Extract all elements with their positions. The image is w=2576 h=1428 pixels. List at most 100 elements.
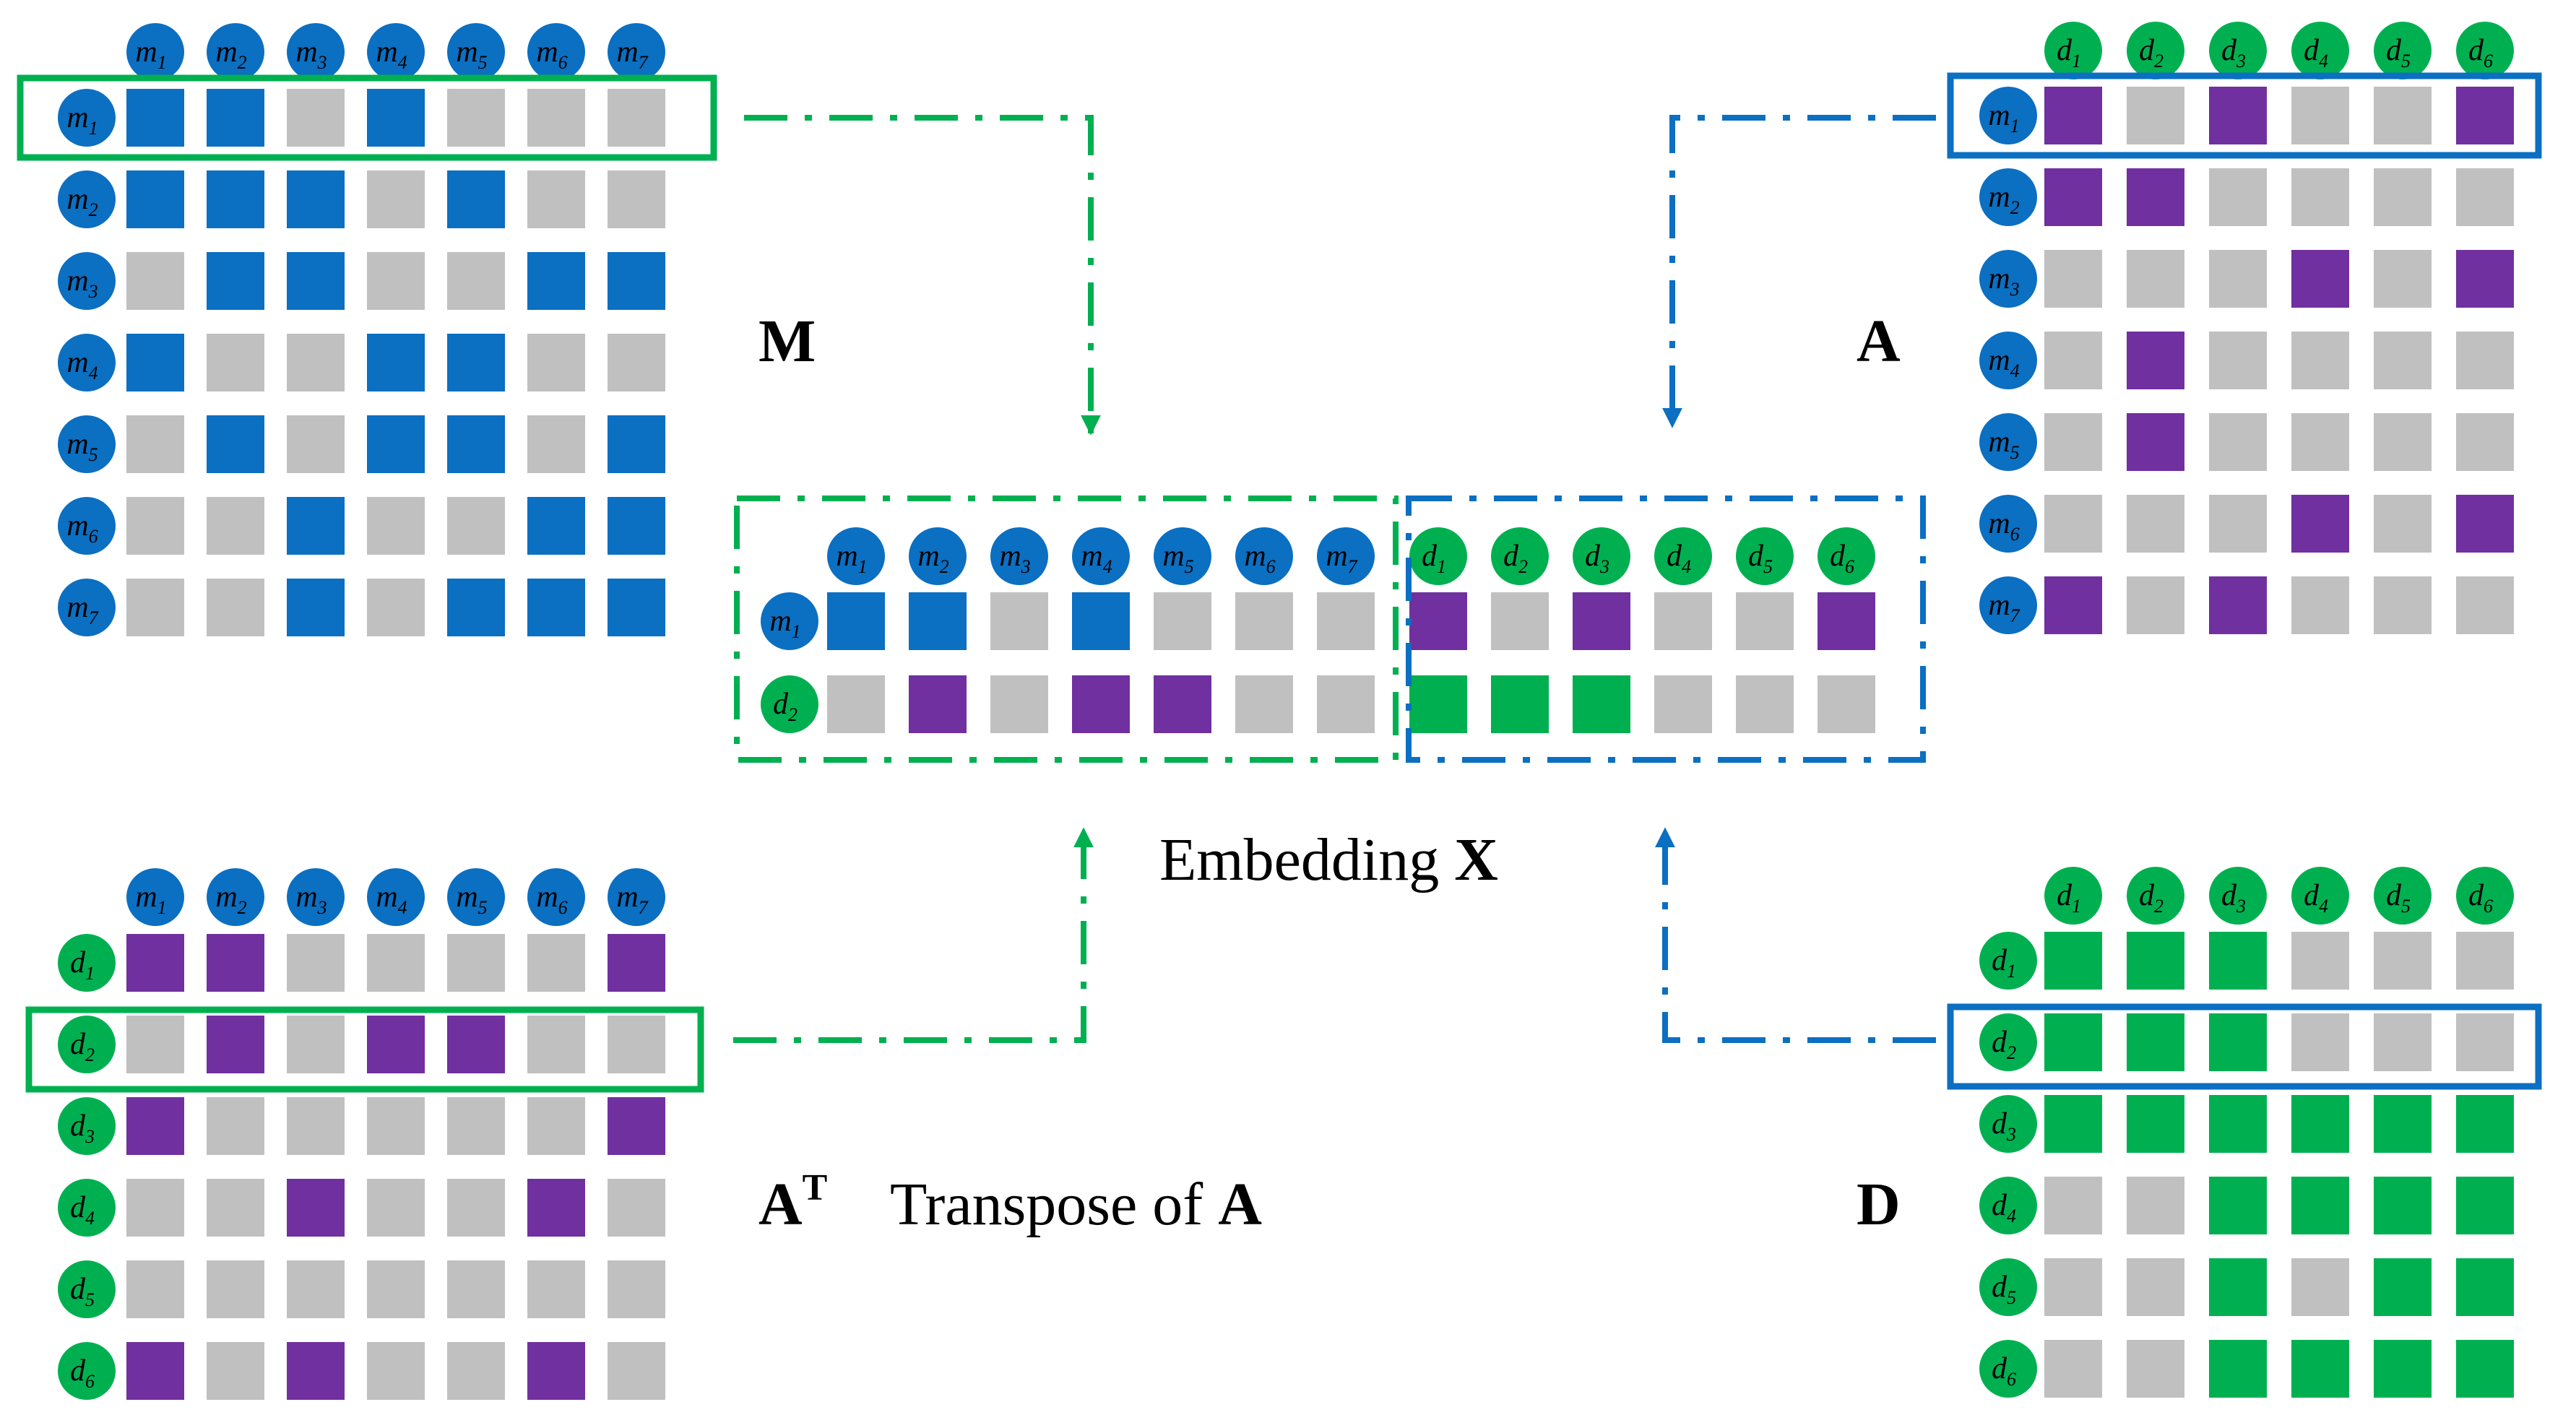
- mat-A-cell-7-1: [2044, 576, 2102, 634]
- mat-D-cell-5-5: [2374, 1258, 2432, 1316]
- mat-A-col-node-5-label-sub: 5: [2401, 51, 2411, 72]
- mat-M-cell-5-6: [527, 415, 585, 473]
- mat-M-col-node-7-circle: [608, 23, 665, 81]
- mat-A-row-node-6-label-sub: 6: [2010, 524, 2020, 545]
- mat-A-cell-1-1: [2044, 87, 2102, 144]
- label-AT: AT: [758, 1167, 827, 1238]
- mat-D-col-node-5-circle: [2374, 867, 2432, 925]
- embedding-cell-d2-13: [1818, 675, 1875, 733]
- mat-A-cell-1-5: [2374, 87, 2432, 144]
- embedding-col-node-2-label: m2: [917, 540, 948, 577]
- embedding-col-node-12-label-sub: 5: [1763, 556, 1773, 577]
- mat-AT-row-node-1: d1: [58, 934, 116, 992]
- embedding-col-node-4-label-base: m: [1081, 540, 1102, 573]
- mat-AT-cell-4-7: [608, 1179, 665, 1237]
- mat-AT-col-node-7-label-base: m: [616, 880, 638, 914]
- mat-D-cell-5-2: [2127, 1258, 2184, 1316]
- mat-A-row-node-7-label: m7: [1988, 589, 2020, 626]
- mat-M-cell-6-1: [126, 497, 184, 555]
- mat-M-col-node-2-circle: [207, 23, 264, 81]
- mat-A-cell-5-1: [2044, 413, 2102, 471]
- mat-A-cell-3-6: [2456, 250, 2514, 308]
- mat-D-cell-6-6: [2456, 1340, 2514, 1398]
- mat-A-col-node-6-label: d6: [2468, 34, 2493, 72]
- mat-M-cell-4-4: [367, 334, 425, 391]
- mat-A-cell-5-2: [2127, 413, 2184, 471]
- mat-AT-cell-6-5: [447, 1342, 505, 1400]
- mat-D-col-node-4-label: d4: [2304, 879, 2328, 917]
- mat-M-row-node-1: m1: [58, 89, 116, 147]
- embedding-cell-m1-12: [1736, 592, 1794, 650]
- mat-A-col-node-1-label: d1: [2057, 34, 2081, 72]
- mat-A-cell-7-4: [2291, 576, 2349, 634]
- mat-M-col-node-1-label-sub: 1: [157, 52, 167, 73]
- mat-A-cell-4-3: [2209, 332, 2267, 389]
- mat-A-col-node-2-label-base: d: [2139, 34, 2155, 67]
- embedding-row-node-m1-circle: [761, 592, 818, 650]
- mat-AT-cell-6-6: [527, 1342, 585, 1400]
- embedding-col-node-13-label: d6: [1830, 540, 1854, 577]
- embedding-col-node-1-label-sub: 1: [858, 556, 868, 577]
- mat-M-cell-2-1: [126, 170, 184, 228]
- embedding-cell-m1-5: [1154, 592, 1211, 650]
- mat-M-row-node-4-label-sub: 4: [89, 363, 98, 384]
- mat-D-cell-4-1: [2044, 1177, 2102, 1234]
- mat-M-row-node-5-label-base: m: [66, 428, 88, 461]
- mat-D-row-node-4-circle: [1979, 1177, 2037, 1234]
- mat-D-col-node-5-label: d5: [2386, 879, 2411, 917]
- embedding-col-node-3-label-sub: 3: [1021, 556, 1031, 577]
- embedding-cell-d2-2: [909, 675, 967, 733]
- arrow-M-to-X: [744, 115, 1101, 436]
- mat-D-row-node-6-circle: [1979, 1340, 2037, 1398]
- mat-M-col-node-4-label-base: m: [376, 35, 397, 69]
- embedding-col-node-13-label-base: d: [1830, 540, 1846, 573]
- mat-A-cell-5-6: [2456, 413, 2514, 471]
- arrow-D-to-X: [1655, 827, 1936, 1043]
- mat-AT-cell-1-3: [287, 934, 345, 992]
- mat-M-col-node-3-circle: [287, 23, 345, 81]
- mat-AT-col-node-3: m3: [287, 868, 345, 926]
- embedding-cell-d2-9: [1491, 675, 1549, 733]
- label-AT-sup: T: [803, 1167, 828, 1208]
- mat-AT-cell-4-2: [207, 1179, 264, 1237]
- mat-M-col-node-2: m2: [207, 23, 264, 81]
- mat-A-cell-2-5: [2374, 168, 2432, 226]
- mat-M-row-node-2-circle: [58, 170, 116, 228]
- mat-M-cell-3-2: [207, 252, 264, 310]
- mat-M-cell-7-7: [608, 579, 665, 636]
- mat-D-cell-3-6: [2456, 1095, 2514, 1153]
- mat-A-cell-1-4: [2291, 87, 2349, 144]
- mat-A-col-node-6-circle: [2456, 22, 2514, 79]
- mat-D-cell-2-1: [2044, 1013, 2102, 1071]
- embedding-cell-d2-12: [1736, 675, 1794, 733]
- embedding-row-node-m1-label-sub: 1: [792, 621, 801, 642]
- mat-AT-cell-2-1: [126, 1016, 184, 1073]
- mat-D-col-node-6-label-sub: 6: [2484, 896, 2493, 917]
- mat-M-cell-6-6: [527, 497, 585, 555]
- mat-AT-row-node-3-label: d3: [70, 1109, 95, 1147]
- mat-A-row-node-1: m1: [1979, 87, 2037, 144]
- mat-M-cell-5-7: [608, 415, 665, 473]
- mat-AT-col-node-4-label: m4: [376, 880, 407, 918]
- embedding-col-node-1-label: m1: [836, 540, 867, 577]
- mat-D-col-node-1-label-base: d: [2057, 879, 2073, 912]
- mat-A-col-node-5-circle: [2374, 22, 2432, 79]
- mat-AT-col-node-5-label: m5: [456, 880, 487, 918]
- mat-D-cell-6-1: [2044, 1340, 2102, 1398]
- mat-A-cell-3-4: [2291, 250, 2349, 308]
- mat-AT-row-node-6-label-base: d: [70, 1354, 86, 1388]
- mat-A-row-node-6-label-base: m: [1988, 507, 2010, 540]
- mat-A-row-node-1-label-sub: 1: [2010, 116, 2020, 137]
- mat-M-col-node-1-label: m1: [135, 35, 166, 73]
- mat-AT-cell-1-5: [447, 934, 505, 992]
- mat-AT-row-node-1-label-base: d: [70, 946, 86, 979]
- embedding-cell-m1-4: [1072, 592, 1130, 650]
- mat-A-row-node-4: m4: [1979, 332, 2037, 389]
- embedding-cell-d2-11: [1654, 675, 1712, 733]
- mat-D-row-node-6-label-sub: 6: [2007, 1369, 2016, 1390]
- mat-A-cell-3-3: [2209, 250, 2267, 308]
- mat-A-col-node-3-label-base: d: [2221, 34, 2237, 67]
- mat-D-col-node-1: d1: [2044, 867, 2102, 925]
- mat-AT-cell-5-3: [287, 1260, 345, 1318]
- label-AT-base: A: [758, 1171, 803, 1238]
